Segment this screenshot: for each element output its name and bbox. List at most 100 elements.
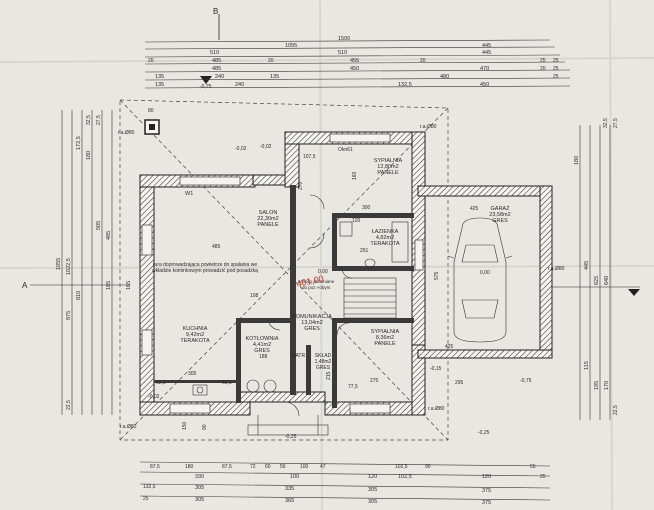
dim-bot-r2-2: 100 (290, 474, 299, 480)
level-zero: 0,00 (318, 269, 328, 275)
room-floor: PANELE (257, 222, 279, 228)
dim-left-11: 32,5 (86, 115, 92, 125)
dim-top-r4-5: 20 (420, 58, 426, 64)
garage-wall-north (417, 185, 553, 197)
dim-kt5: 295 (455, 380, 464, 386)
dimension-chains-right: 27,5 32,5 180 445 625 640 115 195 170 22… (574, 118, 619, 420)
dim-left-8: 165 (126, 281, 132, 290)
room-floor: PANELE (374, 341, 396, 347)
dimension-chains-top: 1500 1055 445 510 510 445 20 485 20 455 … (144, 36, 571, 89)
dim-right-4: 445 (584, 261, 590, 270)
level-1: -0,02 (235, 146, 247, 152)
dim-top-r7-1: 135 (155, 82, 164, 88)
dim-kt8: 215 (326, 371, 332, 380)
dim-top-r5-3: 470 (480, 66, 489, 72)
dim-bot-r2-5: 120 (482, 474, 491, 480)
room-storage: SKŁAD 1,48m2 GRES (315, 353, 332, 371)
dim-kt2: 251 (360, 248, 369, 254)
doors (267, 194, 353, 417)
dim-left-10: 172,5 (76, 136, 82, 150)
dim-bot-r1-6: 56 (280, 464, 286, 470)
room-boiler: KOTŁOWNIA 4,41m2 GRES (245, 336, 278, 354)
room-floor: GRES (304, 326, 320, 332)
wall-east-lower (411, 344, 426, 416)
wall-south-mid (239, 391, 326, 403)
dim-bot-r1-2: 180 (185, 464, 194, 470)
dim-bot-r1-4: 72 (250, 464, 256, 470)
kitchen-counter (154, 380, 240, 383)
dim-right-3: 180 (574, 156, 580, 165)
dim-bot-r1-3: 87,5 (222, 464, 232, 470)
room-name: SALON (259, 210, 278, 216)
room-bedroom-2: SYPIALNIA 8,36m2 PANELE (371, 329, 400, 347)
dim-top-r1-1: 1500 (338, 36, 350, 42)
room-hallway: KOMUNIKACJA 13,04m2 GRES (292, 314, 332, 332)
dim-salon-h: 270 (298, 181, 304, 190)
wall-storage-west (306, 345, 311, 395)
dim-top-r5-5: 25 (553, 66, 559, 72)
window-tag-w1: W1 (185, 191, 193, 197)
dim-top-r7-3: 132,5 (398, 82, 412, 88)
room-labels: SALON 22,30m2 PANELE SYPIALNIA 12,80m2 P… (180, 158, 510, 371)
level-2: -0,02 (148, 394, 160, 400)
windows (141, 133, 424, 414)
room-bathroom: ŁAZIENKA 4,82m2 TERAKOTA (370, 229, 400, 247)
rain-pipe-2: r.a.Ø80 (420, 124, 437, 130)
dim-top-r5-2: 450 (350, 66, 359, 72)
level-5: -0,75 (520, 378, 532, 384)
section-mark-top: B (200, 7, 220, 84)
annotations: rura doprowadzająca powietrze do spalani… (148, 84, 532, 440)
dim-bot-r1-10: 90 (425, 464, 431, 470)
dim-right-1: 27,5 (613, 118, 619, 128)
dim-kt1: 107,5 (303, 154, 316, 160)
wall-west (139, 174, 155, 416)
rain-pipe-4: r.a.Ø80 (428, 406, 445, 412)
room-area: 4,82m2 (376, 235, 394, 241)
room-name: ŁAZIENKA (372, 229, 399, 235)
dim-left-6: 485 (106, 231, 112, 240)
level-9: -0,02 (260, 144, 272, 150)
wall-bed2-north (332, 318, 414, 323)
wall-boiler-north (236, 318, 294, 323)
dim-right-8: 195 (594, 381, 600, 390)
dim-bot-r4-3: 365 (285, 498, 294, 504)
garage-wall-east (539, 185, 553, 359)
rain-pipe-5: r.a.Ø80 (548, 266, 565, 272)
room-area: 23,58m2 (489, 212, 510, 218)
room-area: 1,48m2 (315, 359, 332, 365)
dim-left-13: 22,5 (66, 400, 72, 410)
room-salon: SALON 22,30m2 PANELE (257, 210, 279, 228)
dim-top-r4-2: 485 (212, 58, 221, 64)
car-icon (447, 217, 513, 343)
fireplace-air-note-text: rura doprowadzająca powietrze do spalani… (152, 262, 258, 274)
dim-top-r5-1: 485 (212, 66, 221, 72)
room-name: KUCHNIA (183, 326, 208, 332)
dim-kt4: 305 (188, 371, 197, 377)
dim-kt12: 62,5 (222, 380, 232, 386)
dim-bot-r2-1: 330 (195, 474, 204, 480)
dim-top-r4-4: 455 (350, 58, 359, 64)
dim-left-3: 875 (66, 311, 72, 320)
dim-right-5: 625 (594, 276, 600, 285)
wall-bath-south (332, 266, 414, 271)
dim-left-1: 1055 (56, 258, 62, 270)
dim-bot-r3-4: 305 (368, 487, 377, 493)
dim-bot-r4-2: 305 (195, 497, 204, 503)
dim-left-9: 180 (86, 151, 92, 160)
section-mark-b: B (213, 7, 218, 16)
dim-garage-low: 425 (445, 344, 454, 350)
dim-bot-r2-4: 102,5 (398, 474, 412, 480)
level-4: -0,15 (430, 366, 442, 372)
dim-left-2: 1022,5 (66, 258, 72, 275)
room-kitchen: KUCHNIA 9,42m2 TERAKOTA (180, 326, 210, 344)
room-floor: GRES (316, 365, 331, 371)
dim-right-6: 640 (604, 276, 610, 285)
wall-boiler-west (236, 318, 241, 403)
dim-kt14: 108 (250, 293, 259, 299)
interior-walls (154, 185, 414, 408)
rain-pipe-3: r.a.Ø80 (120, 424, 137, 430)
dim-right-7: 115 (584, 361, 590, 370)
dim-bot-r3-2: 305 (195, 485, 204, 491)
dim-kt9: 188 (259, 354, 268, 360)
room-floor: TERAKOTA (180, 338, 210, 344)
